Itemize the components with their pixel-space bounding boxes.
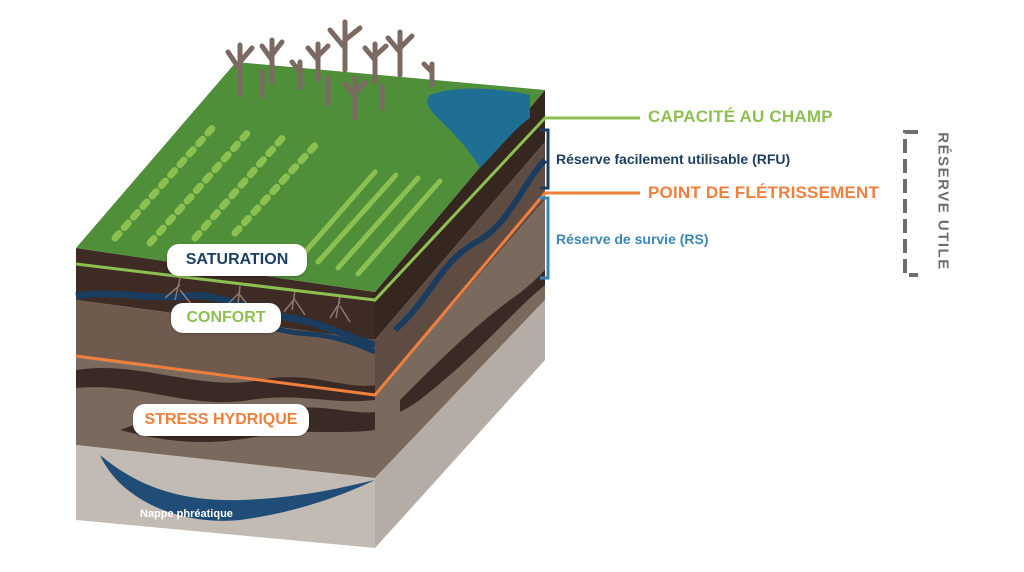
side-brown-layer (375, 142, 545, 395)
field-capacity-line (75, 116, 640, 302)
front-dark-band (76, 368, 375, 403)
trees (225, 19, 435, 121)
field-stripes (297, 169, 443, 277)
comfort-zone-label: CONFORT (171, 303, 281, 333)
crop-rows (111, 121, 324, 247)
field-capacity-label: CAPACITÉ AU CHAMP (648, 107, 833, 126)
useful-reserve-label: RÉSERVE UTILE (934, 132, 952, 271)
groundwater-label: Nappe phréatique (140, 508, 233, 520)
water-stress-zone-label: STRESS HYDRIQUE (133, 404, 309, 436)
wilting-point-label: POINT DE FLÉTRISSEMENT (648, 183, 880, 202)
side-water-vein (393, 157, 548, 333)
side-dark-band (400, 270, 545, 412)
side-bedrock-layer (375, 300, 545, 548)
rs-label: Réserve de survie (RS) (556, 231, 709, 247)
groundwater-lens (100, 455, 375, 521)
useful-reserve-bracket (903, 130, 918, 277)
front-bedrock-layer (76, 445, 375, 548)
grass-surface (76, 62, 545, 292)
front-brown-layer (76, 300, 375, 395)
rs-bracket (540, 196, 550, 280)
saturation-zone-label: SATURATION (167, 244, 307, 276)
side-topsoil-layer (375, 90, 545, 340)
rfu-bracket (540, 128, 550, 190)
pond (427, 88, 530, 168)
rfu-label: Réserve facilement utilisable (RFU) (556, 151, 791, 167)
side-subsoil-layer (375, 200, 545, 478)
wilting-point-line (75, 191, 640, 397)
